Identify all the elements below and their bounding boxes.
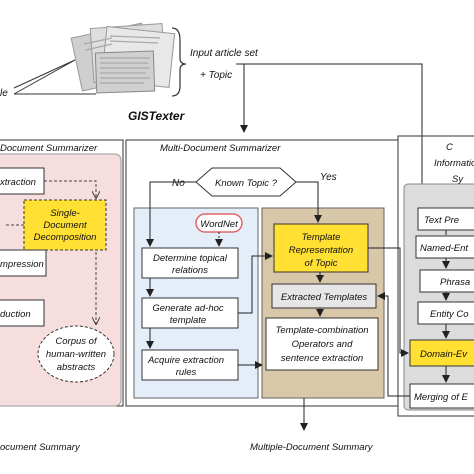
acquire-line-2: rules bbox=[176, 367, 197, 378]
acquire-rules-box bbox=[141, 349, 239, 381]
adhoc-to-template bbox=[238, 252, 273, 314]
multi-doc-title: Multi-Document Summarizer bbox=[160, 143, 281, 154]
ie-title-line-1: C bbox=[446, 142, 453, 153]
decomposition-line-3: Decomposition bbox=[34, 232, 97, 243]
ie-item-3: Phrasa bbox=[440, 277, 470, 288]
wordnet-label: WordNet bbox=[200, 219, 238, 230]
single-doc-title: Document Summarizer bbox=[0, 143, 98, 154]
combination-line-1: Template-combination bbox=[275, 325, 368, 336]
left-fragment-label: le bbox=[0, 88, 8, 99]
template-repr-line-1: Template bbox=[302, 232, 341, 243]
no-label: No bbox=[172, 178, 185, 189]
multi-doc-output: Multiple-Document Summary bbox=[250, 442, 374, 453]
pointer-line bbox=[13, 59, 76, 95]
ie-to-extracted-arrow bbox=[377, 292, 410, 397]
yes-arrow bbox=[296, 181, 322, 223]
generate-template-box bbox=[141, 297, 239, 329]
input-arrow bbox=[236, 63, 248, 133]
input-to-ie-arrow bbox=[236, 63, 426, 208]
template-repr-line-2: Representation bbox=[289, 245, 353, 256]
topical-line-2: relations bbox=[172, 265, 208, 276]
reduction-box bbox=[0, 299, 45, 327]
extracted-templates-box bbox=[271, 283, 377, 309]
ie-entity-coreference bbox=[417, 301, 474, 325]
corpus-line-3: abstracts bbox=[57, 362, 96, 373]
ie-phrasal bbox=[419, 269, 474, 293]
extracted-templates-label: Extracted Templates bbox=[281, 292, 367, 303]
ie-title-line-3: Sy bbox=[452, 174, 464, 185]
combination-box bbox=[265, 317, 379, 371]
no-arrow bbox=[146, 181, 196, 247]
ie-title-line-2: Informatio bbox=[434, 158, 474, 169]
adhoc-line-1: Generate ad-hoc bbox=[152, 303, 224, 314]
adhoc-line-2: template bbox=[170, 315, 206, 326]
reduction-label: duction bbox=[0, 309, 31, 320]
corpus-line-1: Corpus of bbox=[55, 336, 98, 347]
ie-item-1: Text Pre bbox=[424, 215, 459, 226]
extraction-to-decomp bbox=[44, 180, 96, 198]
single-doc-output: ocument Summary bbox=[0, 442, 81, 453]
topical-line-1: Determine topical bbox=[153, 253, 228, 264]
acquire-line-1: Acquire extraction bbox=[147, 355, 224, 366]
ie-named-entity bbox=[415, 235, 474, 259]
yes-label: Yes bbox=[320, 172, 337, 183]
template-repr-line-3: of Topic bbox=[305, 258, 338, 269]
compression-label: mpression bbox=[0, 259, 44, 270]
ie-item-4: Entity Co bbox=[430, 309, 469, 320]
compression-box bbox=[0, 249, 47, 277]
combination-line-2: Operators and bbox=[292, 339, 353, 350]
template-to-ie-arrow bbox=[368, 247, 409, 357]
ie-merging bbox=[409, 383, 474, 409]
ie-item-2: Named-Ent bbox=[420, 243, 468, 254]
decomposition-box bbox=[23, 199, 107, 251]
corpus-ellipse bbox=[37, 325, 115, 383]
corpus-line-2: human-written bbox=[46, 349, 106, 360]
determine-topical-box bbox=[141, 247, 239, 279]
ie-domain-event bbox=[409, 339, 474, 367]
template-representation-box bbox=[273, 223, 369, 273]
combination-line-3: sentence extraction bbox=[281, 353, 363, 364]
decision-label: Known Topic ? bbox=[215, 178, 278, 189]
topic-label: + Topic bbox=[200, 70, 232, 81]
decomposition-line-2: Document bbox=[43, 220, 87, 231]
pointer-line bbox=[13, 59, 76, 89]
article-stack-icon bbox=[70, 22, 176, 94]
ie-text-preprocessing bbox=[417, 207, 474, 231]
ie-item-5: Domain-Ev bbox=[420, 349, 468, 360]
input-label: Input article set bbox=[190, 48, 259, 59]
brace bbox=[171, 27, 187, 97]
system-name: GISTexter bbox=[128, 109, 186, 123]
ie-frame bbox=[397, 135, 474, 417]
extraction-label: xtraction bbox=[0, 177, 36, 188]
ie-item-6: Merging of E bbox=[414, 392, 469, 403]
decomposition-line-1: Single- bbox=[50, 208, 80, 219]
